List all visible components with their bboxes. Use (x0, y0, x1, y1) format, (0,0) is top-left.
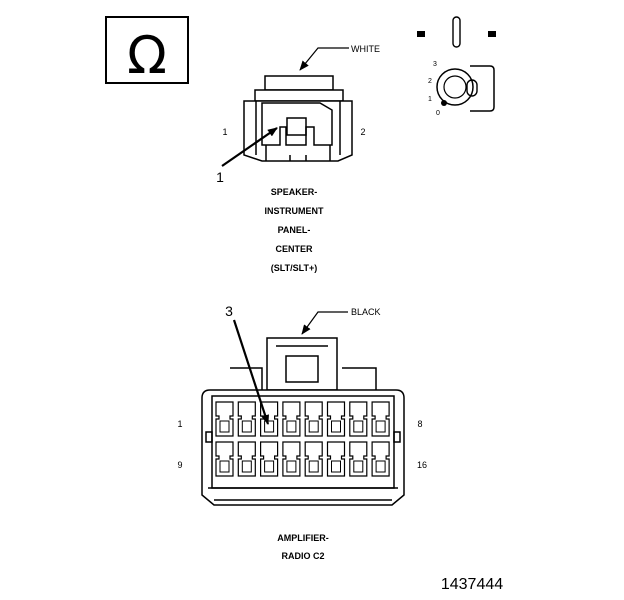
black-label-leader (301, 311, 348, 335)
speaker-caption-line-4: CENTER (275, 244, 313, 254)
speaker-pin-2-label: 2 (360, 127, 365, 137)
ignition-key-icon: 3 2 1 0 (417, 16, 496, 117)
amplifier-pin-1-label: 1 (177, 419, 182, 429)
pin-cavity-inner (331, 420, 341, 433)
callout-3-arrow (232, 319, 270, 425)
pin-cavity (215, 401, 234, 437)
amplifier-pin-grid (215, 401, 390, 477)
speaker-caption-line-3: PANEL- (278, 225, 311, 235)
pin-cavity (349, 441, 368, 477)
callout-1-arrow (221, 127, 278, 167)
pin-cavity-inner (219, 460, 230, 473)
pin-cavity-inner (353, 460, 364, 473)
pin-cavity-inner (353, 420, 364, 433)
pin-cavity-inner (286, 420, 297, 433)
pin-cavity-inner (331, 460, 341, 473)
pin-cavity (282, 441, 301, 477)
amplifier-caption-line-1: AMPLIFIER- (277, 533, 329, 543)
pin-cavity (304, 441, 323, 477)
amplifier-connector-color-label: BLACK (351, 307, 381, 317)
speaker-caption-line-5: (SLT/SLT+) (271, 263, 317, 273)
callout-3: 3 (225, 303, 233, 319)
speaker-pin-1-label: 1 (222, 127, 227, 137)
omega-icon: Ω (127, 26, 167, 86)
pin-cavity-inner (219, 420, 230, 433)
amplifier-pin-16-label: 16 (417, 460, 427, 470)
omega-symbol-box: Ω (105, 16, 189, 86)
amplifier-connector (201, 337, 405, 506)
key-position-1: 1 (428, 96, 432, 103)
amplifier-caption-line-2: RADIO C2 (281, 551, 324, 561)
key-position-0: 0 (436, 110, 440, 117)
pin-cavity (237, 401, 256, 437)
pin-cavity (260, 441, 279, 477)
pin-cavity (349, 401, 368, 437)
pin-cavity (326, 401, 346, 437)
pin-cavity-inner (286, 460, 297, 473)
white-label-leader (299, 47, 349, 71)
pin-cavity (326, 441, 346, 477)
pin-cavity (371, 401, 390, 437)
speaker-connector-color-label: WHITE (351, 44, 380, 54)
pin-cavity (304, 401, 323, 437)
pin-cavity-inner (241, 420, 252, 433)
amplifier-pin-9-label: 9 (177, 460, 182, 470)
pin-cavity-inner (308, 420, 319, 433)
speaker-connector (243, 75, 353, 162)
pin-cavity (215, 441, 234, 477)
pin-cavity-inner (264, 460, 275, 473)
callout-1: 1 (216, 169, 224, 185)
pin-cavity-inner (264, 420, 275, 433)
pin-cavity-inner (375, 460, 386, 473)
pin-cavity (371, 441, 390, 477)
speaker-caption-line-2: INSTRUMENT (265, 206, 324, 216)
pin-cavity-inner (241, 460, 252, 473)
pin-cavity (237, 441, 256, 477)
key-position-2: 2 (428, 78, 432, 85)
figure-number: 1437444 (441, 576, 503, 593)
pin-cavity-inner (308, 460, 319, 473)
speaker-caption-line-1: SPEAKER- (271, 187, 318, 197)
amplifier-pin-8-label: 8 (417, 419, 422, 429)
pin-cavity (282, 401, 301, 437)
key-position-3: 3 (433, 61, 437, 68)
pin-cavity-inner (375, 420, 386, 433)
